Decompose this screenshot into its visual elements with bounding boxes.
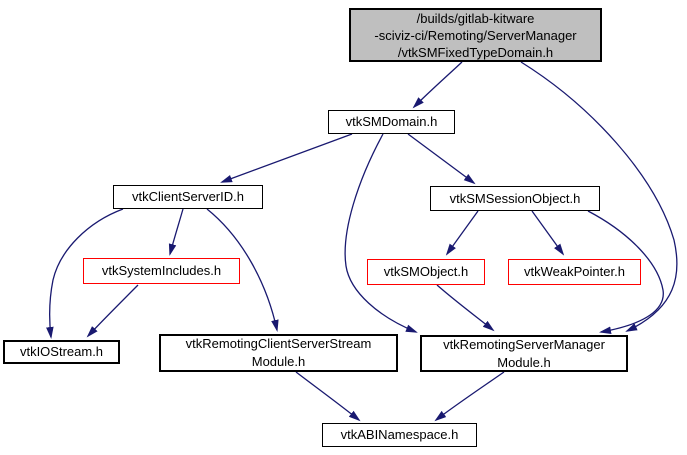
edge-smsessionobject-to-smobject (445, 210, 479, 256)
node-label: vtkIOStream.h (19, 344, 104, 359)
node-label-line: -sciviz-ci/Remoting/ServerManager (374, 27, 577, 43)
node-label-line: Module.h (497, 354, 551, 370)
edge-smsessionobject-to-weakpointer (531, 210, 565, 256)
edge-remotingclientserverstream-to-abinamespace (295, 371, 361, 422)
node-label: vtkClientServerID.h (132, 189, 244, 204)
edge-smobject-to-remotingservermanager (436, 284, 495, 332)
node-vtkremotingclientserverstreammodule[interactable]: vtkRemotingClientServerStream Module.h (159, 334, 398, 372)
node-label: vtkWeakPointer.h (524, 264, 625, 279)
node-label-line: vtkRemotingClientServerStream (185, 336, 372, 351)
edge-main-to-remotingservermanager (520, 61, 678, 332)
edge-clientserverid-to-iostream (46, 208, 124, 339)
node-vtkremotingservermanagermodule[interactable]: vtkRemotingServerManager Module.h (420, 335, 628, 372)
node-vtkclientserverid[interactable]: vtkClientServerID.h (113, 185, 263, 209)
node-label-line: /vtkSMFixedTypeDomain.h (397, 44, 554, 60)
node-vtksmsessionobject[interactable]: vtkSMSessionObject.h (430, 186, 600, 211)
node-label: vtkABINamespace.h (340, 427, 459, 442)
node-vtkweakpointer[interactable]: vtkWeakPointer.h (508, 259, 641, 285)
node-vtksmobject[interactable]: vtkSMObject.h (367, 259, 485, 285)
edge-smdomain-to-smsessionobject (407, 133, 476, 185)
edge-smdomain-to-clientserverid (220, 133, 353, 183)
node-label-line: /builds/gitlab-kitware (416, 10, 535, 26)
node-label: vtkSMObject.h (383, 264, 469, 279)
edge-systemincludes-to-iostream (86, 284, 139, 338)
edge-main-to-smdomain (412, 61, 463, 109)
edge-smsessionobject-to-remotingservermanager (587, 210, 664, 334)
node-label-line: vtkRemotingServerManager (443, 336, 605, 352)
node-label: vtkSMSessionObject.h (449, 190, 581, 206)
node-label-line: Module.h (251, 354, 306, 369)
edge-smdomain-to-remotingservermanager (344, 133, 418, 333)
node-vtkiostream[interactable]: vtkIOStream.h (3, 340, 120, 364)
node-label: vtkSystemIncludes.h (101, 263, 222, 278)
node-vtksmfixedtypedomain: /builds/gitlab-kitware -sciviz-ci/Remoti… (349, 8, 602, 62)
node-vtksystemincludes[interactable]: vtkSystemIncludes.h (83, 258, 240, 284)
edge-clientserverid-to-systemincludes (168, 208, 184, 256)
edge-remotingservermanager-to-abinamespace (434, 371, 505, 422)
node-vtksmdomain[interactable]: vtkSMDomain.h (328, 110, 455, 134)
node-label: vtkSMDomain.h (345, 114, 438, 129)
node-vtkabinamespace[interactable]: vtkABINamespace.h (322, 423, 477, 447)
edge-clientserverid-to-remotingclientserverstream (206, 208, 279, 332)
